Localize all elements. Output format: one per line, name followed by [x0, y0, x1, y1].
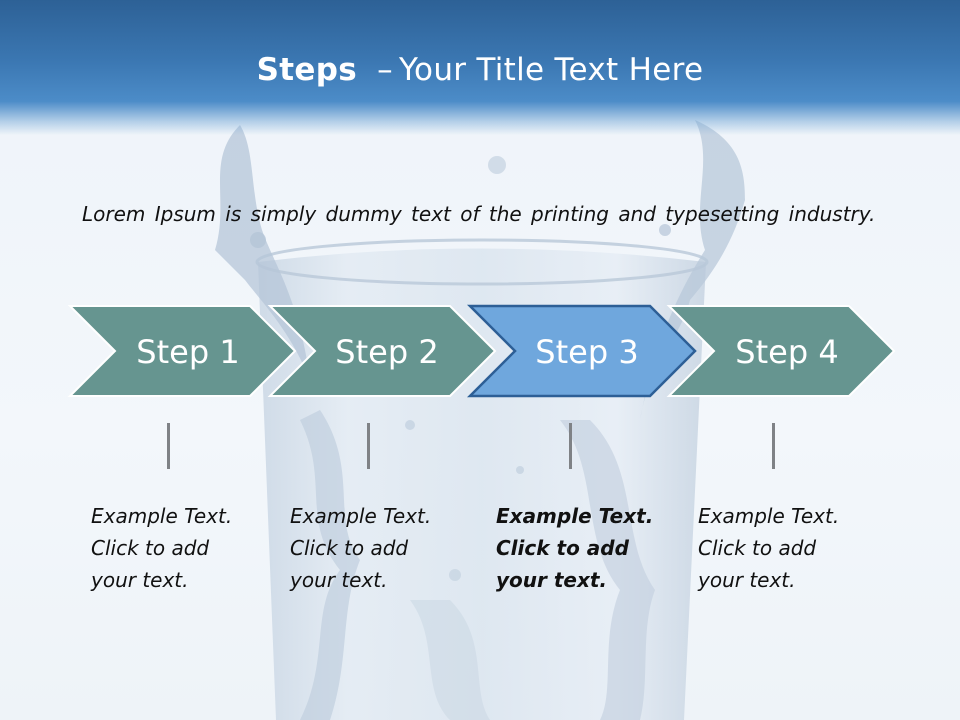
- step-4-label: Step 4: [735, 333, 838, 371]
- step-3-desc-line: Example Text.: [496, 504, 654, 528]
- step-4-shape: [666, 305, 896, 397]
- step-4-desc-line: Click to add: [698, 536, 817, 560]
- step-3-desc-line: Click to add: [496, 536, 629, 560]
- step-2-shape: [267, 305, 497, 397]
- step-3-connector: [569, 423, 572, 469]
- step-1-desc-line: Example Text.: [91, 504, 233, 528]
- step-3-arrow[interactable]: Step 3: [466, 304, 697, 398]
- step-1-desc-line: Click to add: [91, 536, 210, 560]
- step-3-desc-line: your text.: [496, 568, 608, 592]
- step-2-connector: [367, 423, 370, 469]
- step-4-desc-line: Example Text.: [698, 504, 840, 528]
- title-bar: [0, 0, 960, 135]
- step-2-arrow[interactable]: Step 2: [267, 305, 497, 397]
- intro-text[interactable]: Lorem Ipsum is simply dummy text of the …: [82, 202, 876, 226]
- step-3-description[interactable]: Example Text. Click to add your text.: [496, 500, 661, 596]
- step-3-shape: [466, 304, 697, 398]
- step-1-shape: [67, 305, 297, 397]
- step-1-label: Step 1: [136, 333, 239, 371]
- step-1-desc-line: your text.: [91, 568, 189, 592]
- step-4-arrow[interactable]: Step 4: [666, 305, 896, 397]
- step-3-label: Step 3: [535, 333, 638, 371]
- slide-title[interactable]: Steps –Your Title Text Here: [0, 52, 960, 88]
- step-4-connector: [772, 423, 775, 469]
- step-2-desc-line: Example Text.: [290, 504, 432, 528]
- title-separator: –: [377, 52, 393, 88]
- step-1-description[interactable]: Example Text. Click to add your text.: [91, 500, 256, 596]
- step-4-desc-line: your text.: [698, 568, 796, 592]
- step-1-connector: [167, 423, 170, 469]
- step-2-desc-line: Click to add: [290, 536, 409, 560]
- step-1-arrow[interactable]: Step 1: [67, 305, 297, 397]
- title-strong: Steps: [256, 52, 357, 88]
- step-2-description[interactable]: Example Text. Click to add your text.: [290, 500, 455, 596]
- step-2-desc-line: your text.: [290, 568, 388, 592]
- step-2-label: Step 2: [335, 333, 438, 371]
- title-rest: Your Title Text Here: [398, 52, 704, 88]
- step-4-description[interactable]: Example Text. Click to add your text.: [698, 500, 863, 596]
